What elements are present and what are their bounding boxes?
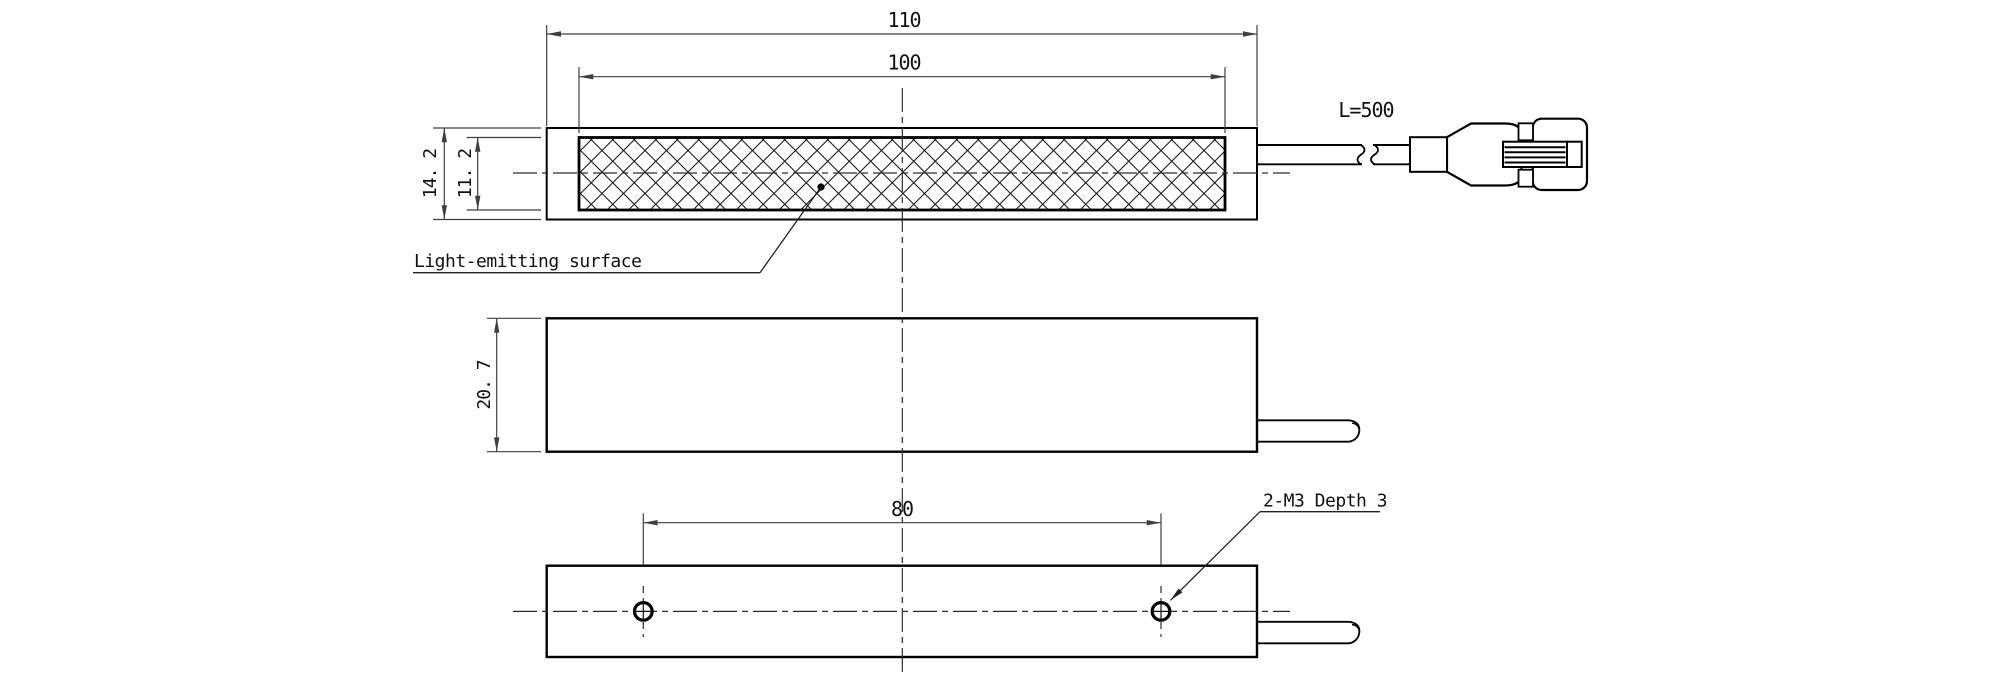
dim-depth-value: 20. 7 <box>474 360 495 409</box>
bottom-view: 80 2-M3 Depth 3 <box>513 491 1388 659</box>
connector-ferrule <box>1409 136 1448 173</box>
mounting-hole-callout: 2-M3 Depth 3 <box>1170 491 1388 601</box>
mounting-hole-left <box>632 586 654 637</box>
connector <box>1409 117 1589 192</box>
front-view: 110 100 14. 2 11. 2 <box>413 8 1589 274</box>
dimension-emitting-length: 100 <box>578 51 1226 133</box>
connector-band-divider <box>1566 140 1583 168</box>
dim-overall-length-value: 110 <box>887 8 920 32</box>
cable-side-stub <box>1257 419 1361 443</box>
cable-break-curl <box>1370 144 1379 166</box>
cable-break-curl <box>1356 144 1366 166</box>
cable-end-curl-inner <box>1351 422 1360 432</box>
side-view: 20. 7 <box>474 317 1361 453</box>
dimension-overall-height: 14. 2 <box>420 127 541 221</box>
dimension-overall-length: 110 <box>546 8 1258 126</box>
dim-emitting-height-value: 11. 2 <box>455 149 476 198</box>
mounting-hole-right <box>1150 586 1172 637</box>
cable-bottom-stub <box>1257 620 1361 645</box>
cable-end-curl-inner <box>1351 624 1360 634</box>
dim-overall-height-value: 14. 2 <box>420 149 441 198</box>
connector-latch-upper <box>1517 122 1534 142</box>
dimension-emitting-height: 11. 2 <box>455 136 541 211</box>
cable-front: L=500 <box>1257 98 1410 166</box>
dim-emitting-length-value: 100 <box>887 51 920 75</box>
leader-arrowhead <box>1170 588 1183 601</box>
mounting-hole-label: 2-M3 Depth 3 <box>1263 491 1387 512</box>
connector-latch-lower <box>1517 168 1534 188</box>
cable-length-label: L=500 <box>1338 98 1393 122</box>
dimension-depth: 20. 7 <box>474 317 541 453</box>
emitting-surface-callout: Light-emitting surface <box>413 183 825 274</box>
emitting-surface-label: Light-emitting surface <box>414 251 641 272</box>
